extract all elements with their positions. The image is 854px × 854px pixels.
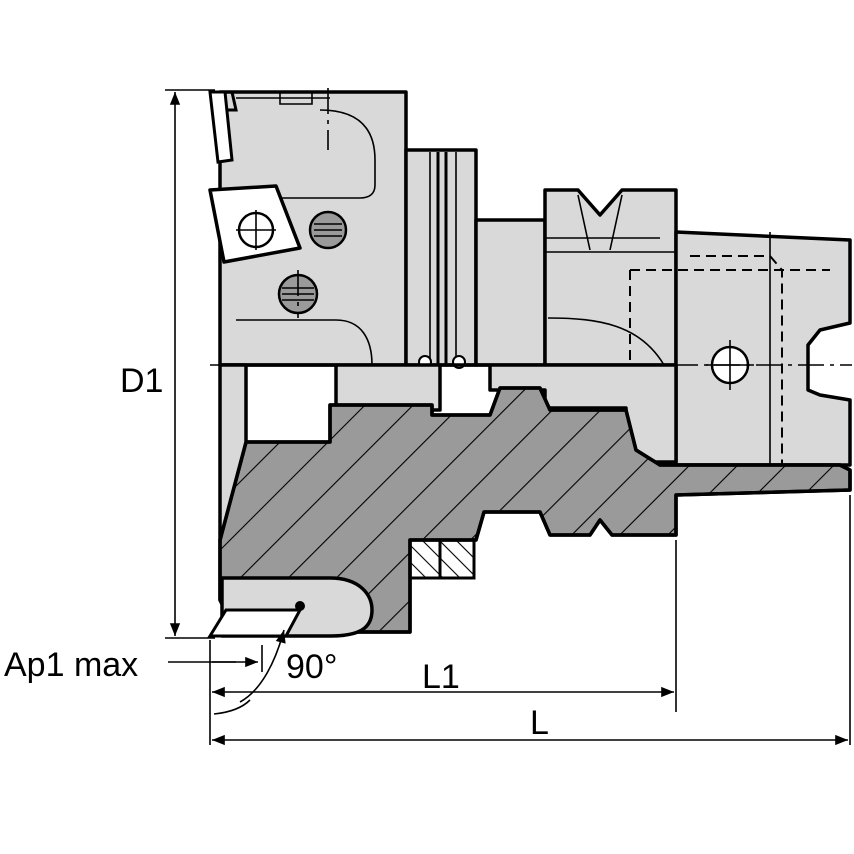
dimension-d1: D1 — [120, 89, 215, 639]
dimension-angle: 90° — [213, 629, 337, 715]
l1-label: L1 — [422, 658, 460, 696]
cutter-head-upper — [208, 88, 852, 470]
l-label: L — [530, 704, 549, 742]
d1-label: D1 — [120, 362, 163, 400]
cutter-section-lower — [207, 363, 852, 638]
angle-label: 90° — [286, 648, 337, 686]
dimension-l: L — [212, 495, 851, 746]
dimension-ap1: Ap1 max — [4, 640, 263, 745]
ap1-label: Ap1 max — [4, 646, 138, 684]
dimension-l1: L1 — [212, 540, 677, 712]
